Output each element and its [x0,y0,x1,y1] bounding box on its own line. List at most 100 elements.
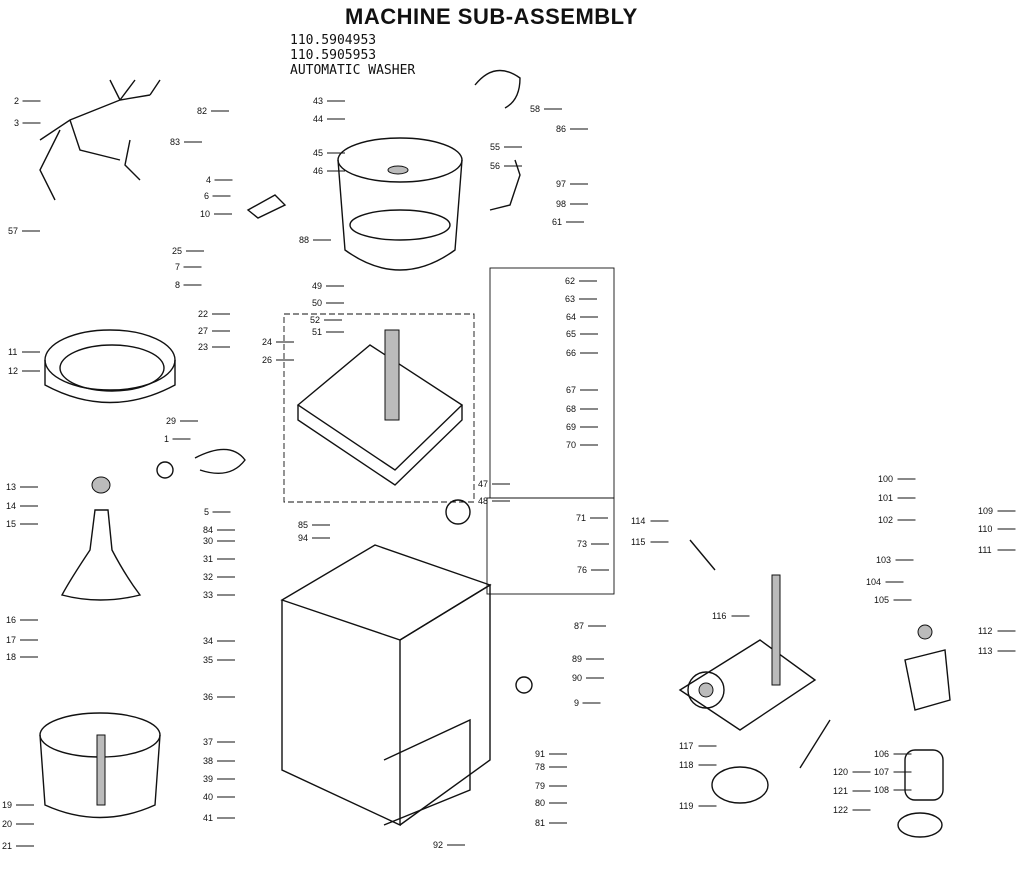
part-label-18: 18 [6,652,16,662]
pump-mount-group-box [486,497,615,595]
part-label-86: 86 [556,124,566,134]
part-label-33: 33 [203,590,213,600]
part-label-104: 104 [866,577,881,587]
part-label-98: 98 [556,199,566,209]
part-label-113: 113 [978,646,992,656]
part-label-73: 73 [577,539,587,549]
part-label-29: 29 [166,416,176,426]
part-label-61: 61 [552,217,562,227]
part-label-101: 101 [878,493,893,503]
part-label-32: 32 [203,572,213,582]
part-label-1: 1 [164,434,169,444]
part-label-85: 85 [298,520,308,530]
part-label-120: 120 [833,767,848,777]
part-label-67: 67 [566,385,576,395]
part-label-26: 26 [262,355,272,365]
part-label-63: 63 [565,294,575,304]
part-label-47: 47 [478,479,488,489]
part-label-103: 103 [876,555,891,565]
part-label-56: 56 [490,161,500,171]
part-label-88: 88 [299,235,309,245]
part-label-45: 45 [313,148,323,158]
part-label-110: 110 [978,524,992,534]
part-label-121: 121 [833,786,848,796]
part-label-51: 51 [312,327,322,337]
part-label-35: 35 [203,655,213,665]
part-label-2: 2 [14,96,19,106]
part-label-19: 19 [2,800,12,810]
transmission-drawing [678,574,817,804]
wire-harness-drawing [39,79,161,201]
part-label-9: 9 [574,698,579,708]
part-label-49: 49 [312,281,322,291]
tub-drawing [337,137,463,271]
part-label-22: 22 [198,309,208,319]
part-label-84: 84 [203,525,213,535]
part-label-94: 94 [298,533,308,543]
part-label-76: 76 [577,565,587,575]
part-label-6: 6 [204,191,209,201]
part-label-66: 66 [566,348,576,358]
tub-ring-drawing [44,329,176,404]
part-label-55: 55 [490,142,500,152]
part-label-57: 57 [8,226,18,236]
part-label-111: 111 [978,545,992,555]
part-label-117: 117 [679,741,693,751]
mounting-plate-drawing [296,329,464,486]
part-label-119: 119 [679,801,693,811]
part-label-5: 5 [204,507,209,517]
part-label-16: 16 [6,615,16,625]
part-label-50: 50 [312,298,322,308]
part-label-81: 81 [535,818,545,828]
cabinet-drawing [280,544,492,827]
part-label-82: 82 [197,106,207,116]
part-label-65: 65 [566,329,576,339]
part-label-37: 37 [203,737,213,747]
part-label-11: 11 [8,347,17,357]
part-label-30: 30 [203,536,213,546]
part-label-43: 43 [313,96,323,106]
part-label-122: 122 [833,805,848,815]
part-label-8: 8 [175,280,180,290]
part-label-90: 90 [572,673,582,683]
misc-parts-drawing [156,69,831,769]
part-label-80: 80 [535,798,545,808]
part-label-3: 3 [14,118,19,128]
part-label-78: 78 [535,762,545,772]
model-number-1: 110.5904953 [290,33,377,48]
part-label-87: 87 [574,621,584,631]
part-label-83: 83 [170,137,180,147]
part-label-13: 13 [6,482,16,492]
part-label-118: 118 [679,760,693,770]
part-label-46: 46 [313,166,323,176]
appliance-type: AUTOMATIC WASHER [290,63,416,78]
part-label-10: 10 [200,209,210,219]
part-label-89: 89 [572,654,582,664]
part-label-107: 107 [874,767,889,777]
part-label-21: 21 [2,841,12,851]
part-label-41: 41 [203,813,213,823]
basket-drawing [39,712,161,819]
part-label-52: 52 [310,315,320,325]
part-label-44: 44 [313,114,323,124]
part-label-12: 12 [8,366,18,376]
part-label-64: 64 [566,312,576,322]
part-label-100: 100 [878,474,893,484]
part-label-91: 91 [535,749,545,759]
part-label-39: 39 [203,774,213,784]
part-label-97: 97 [556,179,566,189]
box-outlines [283,267,615,595]
part-label-34: 34 [203,636,213,646]
part-label-58: 58 [530,104,540,114]
part-label-108: 108 [874,785,889,795]
part-label-71: 71 [576,513,586,523]
lid-switch-group-box [489,267,615,499]
part-label-115: 115 [631,537,645,547]
part-label-70: 70 [566,440,576,450]
part-label-48: 48 [478,496,488,506]
part-label-25: 25 [172,246,182,256]
part-label-92: 92 [433,840,443,850]
part-label-62: 62 [565,276,575,286]
part-label-14: 14 [6,501,16,511]
